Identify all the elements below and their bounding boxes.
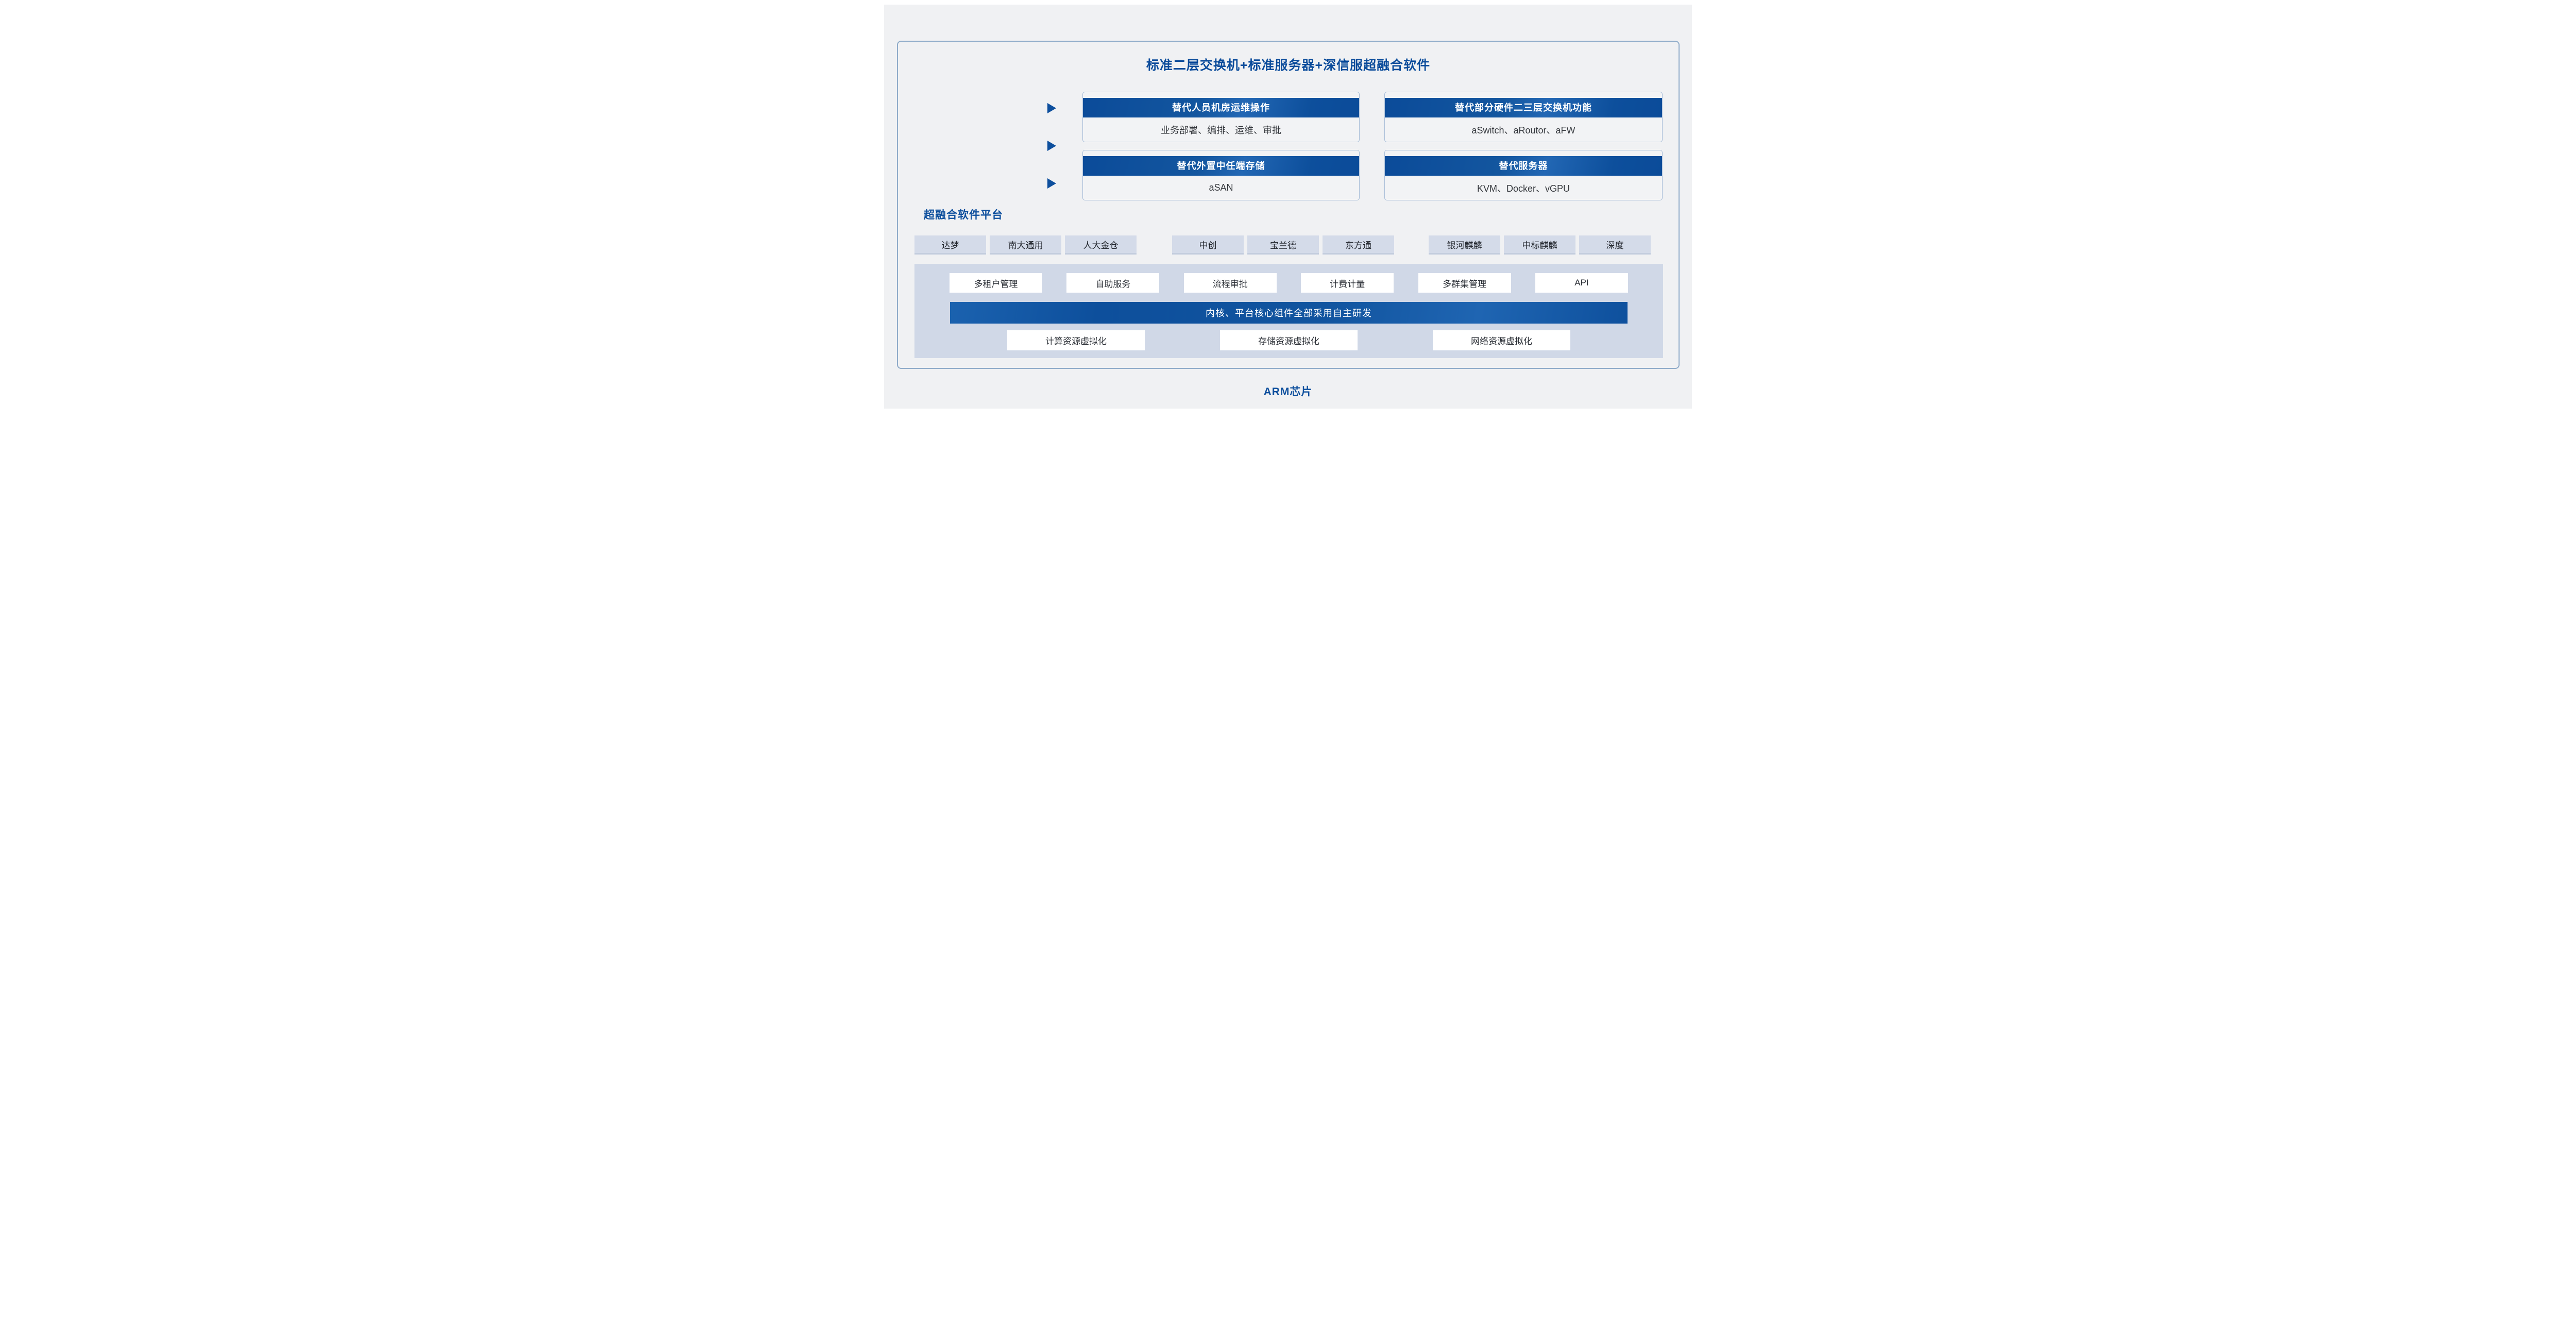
capabilities-row: 多租户管理 自助服务 流程审批 计费计量 多群集管理 API bbox=[914, 273, 1663, 293]
virtualization-box: 存储资源虚拟化 bbox=[1220, 330, 1358, 350]
virtualization-row: 计算资源虚拟化 存储资源虚拟化 网络资源虚拟化 bbox=[914, 330, 1663, 350]
replacement-box-header: 替代服务器 bbox=[1385, 156, 1662, 176]
page-title: 标准二层交换机+标准服务器+深信服超融合软件 bbox=[1146, 58, 1431, 73]
replacement-box-storage: 替代外置中任端存储 aSAN bbox=[1082, 150, 1360, 200]
replacement-box-switch: 替代部分硬件二三层交换机功能 aSwitch、aRoutor、aFW bbox=[1384, 92, 1663, 142]
main-container: 标准二层交换机+标准服务器+深信服超融合软件 替代人员机房运维操作 业务部署、编… bbox=[897, 41, 1680, 369]
ecosystem-chip: 深度 bbox=[1579, 235, 1651, 255]
replacement-box-body: aSAN bbox=[1209, 182, 1233, 193]
ecosystem-chip: 人大金仓 bbox=[1065, 235, 1137, 255]
platform-panel: 多租户管理 自助服务 流程审批 计费计量 多群集管理 API 内核、平台核心组件… bbox=[914, 264, 1663, 358]
ecosystem-chip: 银河麒麟 bbox=[1429, 235, 1500, 255]
capability-box: 流程审批 bbox=[1183, 273, 1277, 293]
replacement-box-header: 替代部分硬件二三层交换机功能 bbox=[1385, 98, 1662, 117]
capability-box: 多群集管理 bbox=[1418, 273, 1511, 293]
replacement-box-body: 业务部署、编排、运维、审批 bbox=[1161, 125, 1281, 136]
ecosystem-chip: 达梦 bbox=[914, 235, 986, 255]
ecosystem-chip: 中创 bbox=[1172, 235, 1244, 255]
ecosystem-group-os: 银河麒麟 中标麒麟 深度 bbox=[1429, 235, 1651, 255]
core-banner: 内核、平台核心组件全部采用自主研发 bbox=[950, 302, 1628, 324]
capability-box: API bbox=[1535, 273, 1628, 293]
replacement-box-body: KVM、Docker、vGPU bbox=[1477, 183, 1570, 194]
ecosystem-group-middleware: 中创 宝兰德 东方通 bbox=[1172, 235, 1394, 255]
replacement-box-ops: 替代人员机房运维操作 业务部署、编排、运维、审批 bbox=[1082, 92, 1360, 142]
arm-chip-label: ARM芯片 bbox=[1263, 386, 1313, 398]
ecosystem-chip: 南大通用 bbox=[990, 235, 1061, 255]
virtualization-box: 网络资源虚拟化 bbox=[1433, 330, 1570, 350]
right-arrow-icon bbox=[1047, 178, 1056, 189]
diagram-canvas: 标准二层交换机+标准服务器+深信服超融合软件 替代人员机房运维操作 业务部署、编… bbox=[884, 0, 1692, 412]
platform-label: 超融合软件平台 bbox=[924, 209, 1003, 221]
capability-box: 多租户管理 bbox=[950, 273, 1042, 293]
capability-box: 自助服务 bbox=[1066, 273, 1160, 293]
virtualization-box: 计算资源虚拟化 bbox=[1007, 330, 1145, 350]
replacement-box-server: 替代服务器 KVM、Docker、vGPU bbox=[1384, 150, 1663, 200]
ecosystem-group-database: 达梦 南大通用 人大金仓 bbox=[914, 235, 1137, 255]
replacement-box-header: 替代外置中任端存储 bbox=[1083, 156, 1359, 176]
capability-box: 计费计量 bbox=[1301, 273, 1394, 293]
ecosystem-chip: 宝兰德 bbox=[1247, 235, 1319, 255]
ecosystem-chip: 中标麒麟 bbox=[1504, 235, 1575, 255]
right-arrow-icon bbox=[1047, 141, 1056, 151]
replacement-box-header: 替代人员机房运维操作 bbox=[1083, 98, 1359, 117]
right-arrow-icon bbox=[1047, 103, 1056, 113]
replacement-box-body: aSwitch、aRoutor、aFW bbox=[1471, 125, 1575, 136]
ecosystem-chip: 东方通 bbox=[1323, 235, 1394, 255]
